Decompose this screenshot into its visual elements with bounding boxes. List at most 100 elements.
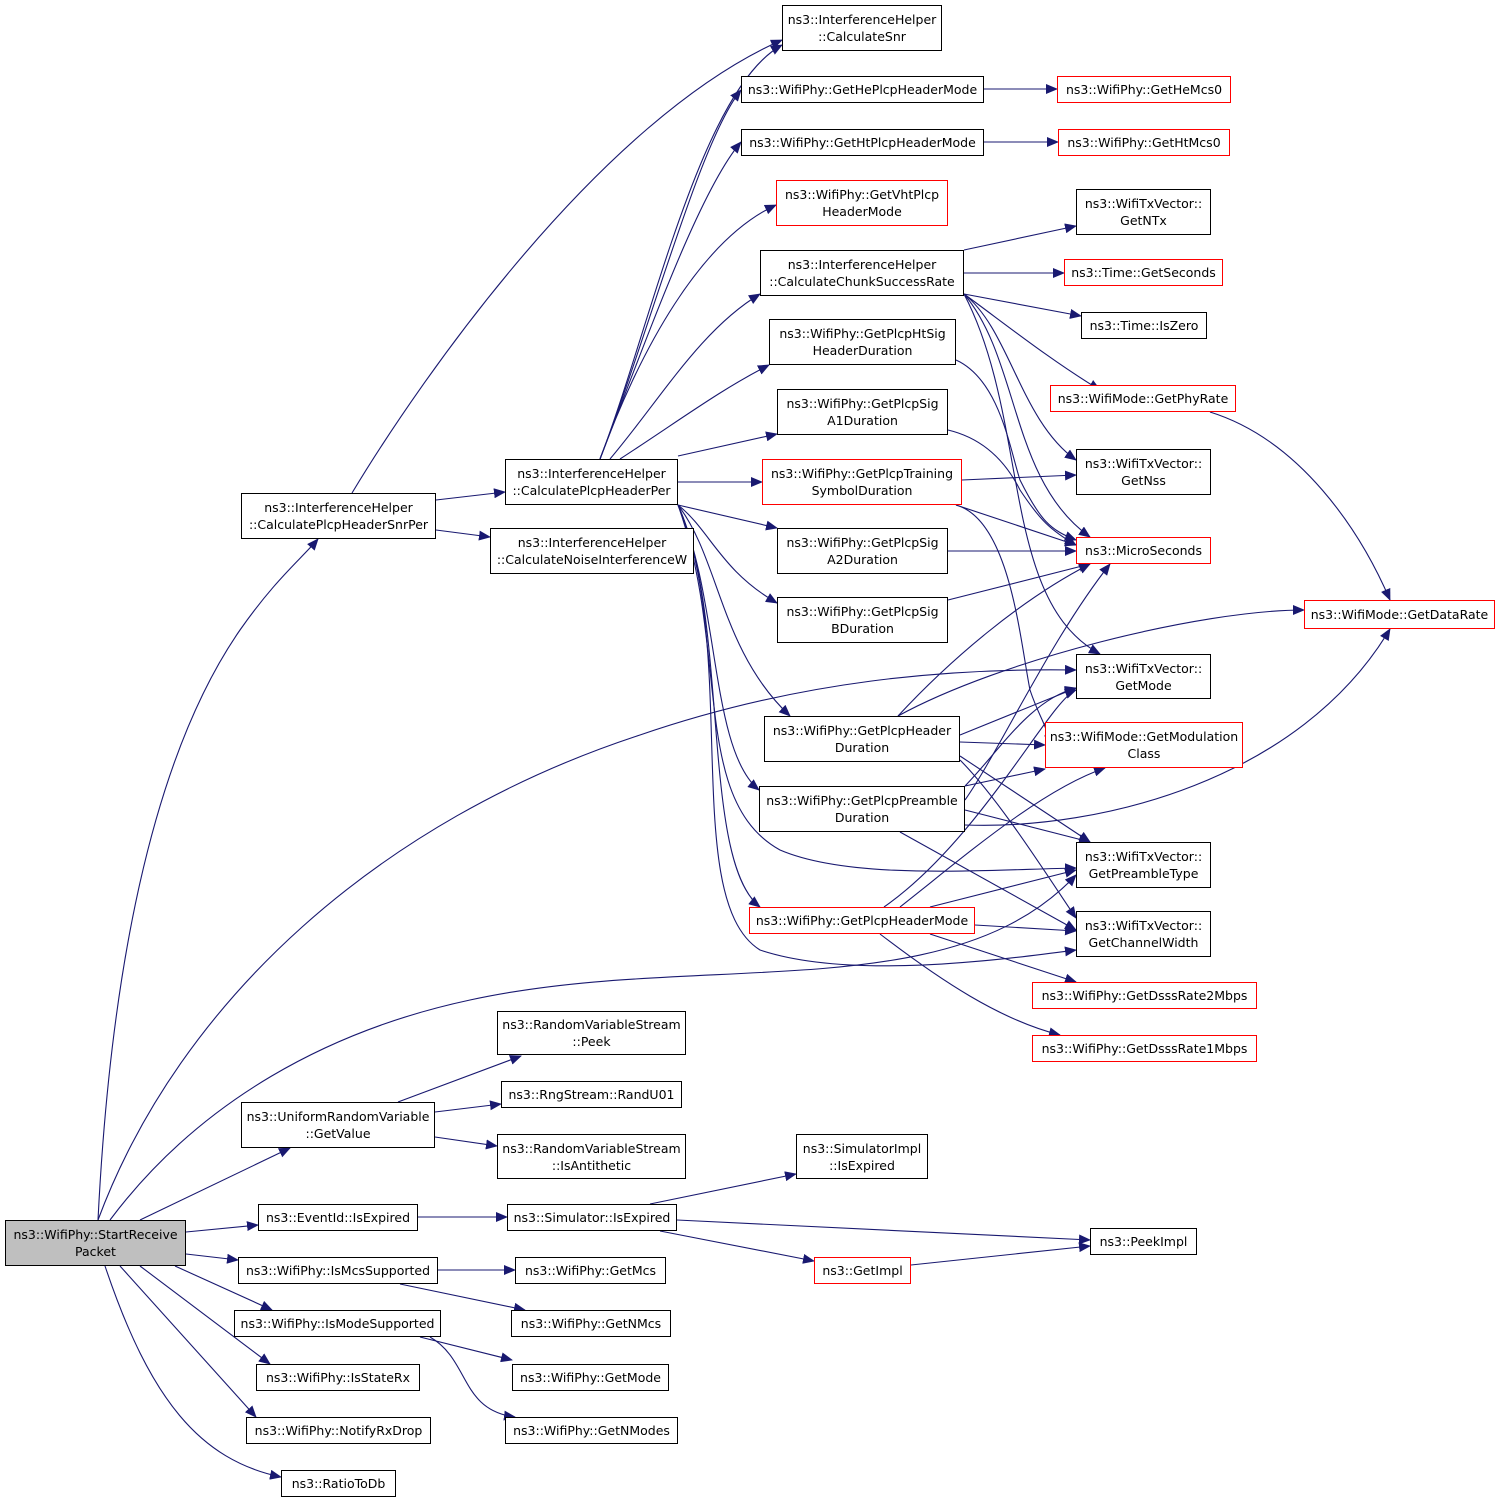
call-edge-from-headermode (929, 867, 1077, 908)
node-calculate-plcp-header-snr-per[interactable]: ns3::InterferenceHelper::CalculatePlcpHe… (241, 493, 436, 539)
node-get-impl[interactable]: ns3::GetImpl (814, 1257, 911, 1284)
node-calculate-chunk-success-rate[interactable]: ns3::InterferenceHelper::CalculateChunkS… (760, 250, 964, 296)
node-wifi-mode-get-data-rate[interactable]: ns3::WifiMode::GetDataRate (1304, 600, 1495, 629)
call-edge-from-preamble (964, 685, 1077, 787)
call-edge-from-htsig (955, 359, 1077, 541)
node-wifi-tx-vector-get-ntx[interactable]: ns3::WifiTxVector::GetNTx (1076, 189, 1211, 235)
call-edge-from-chunk (963, 293, 1091, 538)
call-edge-from-headerdur (897, 563, 1091, 717)
node-wifi-mode-get-phy-rate[interactable]: ns3::WifiMode::GetPhyRate (1050, 385, 1236, 412)
call-edge-from-preamble (964, 766, 1046, 787)
node-time-is-zero[interactable]: ns3::Time::IsZero (1081, 312, 1207, 339)
node-wifi-tx-vector-get-channel-width[interactable]: ns3::WifiTxVector::GetChannelWidth (1076, 911, 1211, 957)
call-edge-from-headerper (599, 141, 742, 460)
call-edge-from-start (185, 1221, 259, 1233)
node-is-mcs-supported[interactable]: ns3::WifiPhy::IsMcsSupported (238, 1257, 438, 1284)
node-random-variable-stream-is-antithetic[interactable]: ns3::RandomVariableStream::IsAntithetic (497, 1134, 686, 1179)
node-uniform-random-variable-get-value[interactable]: ns3::UniformRandomVariable::GetValue (241, 1102, 435, 1148)
node-wifi-tx-vector-get-mode[interactable]: ns3::WifiTxVector::GetMode (1076, 654, 1211, 699)
call-edge-from-headerper (599, 44, 783, 460)
call-edge-from-headerdur (959, 755, 1091, 843)
call-edge-from-headerdur (959, 759, 1077, 919)
node-wifi-tx-vector-get-nss[interactable]: ns3::WifiTxVector::GetNss (1076, 449, 1211, 495)
node-wifi-phy-get-n-modes[interactable]: ns3::WifiPhy::GetNModes (505, 1417, 678, 1444)
call-edge-from-headerper (677, 504, 778, 531)
node-get-he-mcs0[interactable]: ns3::WifiPhy::GetHeMcs0 (1057, 76, 1231, 103)
call-edge-from-headerper (677, 431, 778, 457)
call-edge-from-simexpired (676, 1219, 1091, 1245)
call-edge-from-training (955, 504, 1056, 737)
call-edge-from-preamble (964, 628, 1391, 826)
call-edge-from-uniform (434, 1100, 502, 1113)
call-edge-from-headerper (677, 504, 778, 604)
call-edge-from-headermode (879, 933, 1061, 1038)
node-is-state-rx[interactable]: ns3::WifiPhy::IsStateRx (256, 1364, 420, 1391)
call-edge-from-headerper (599, 204, 777, 460)
call-edge-from-siga1 (947, 429, 1077, 546)
node-get-ht-plcp-header-mode[interactable]: ns3::WifiPhy::GetHtPlcpHeaderMode (741, 129, 984, 156)
call-edge-from-snrper (351, 39, 783, 494)
call-edge-from-mcssupported (399, 1283, 526, 1313)
call-edge-from-start (139, 1265, 271, 1365)
call-edge-from-start (119, 1265, 257, 1418)
node-get-plcp-header-mode[interactable]: ns3::WifiPhy::GetPlcpHeaderMode (749, 907, 975, 934)
node-wifi-phy-get-mcs[interactable]: ns3::WifiPhy::GetMcs (515, 1257, 666, 1284)
node-simulator-is-expired[interactable]: ns3::Simulator::IsExpired (507, 1204, 677, 1231)
node-notify-rx-drop[interactable]: ns3::WifiPhy::NotifyRxDrop (246, 1417, 431, 1444)
call-edge-from-simexpired (659, 1230, 815, 1264)
call-edge-from-start (97, 664, 1077, 1221)
call-edge-from-headermode (929, 933, 1077, 984)
node-calculate-snr[interactable]: ns3::InterferenceHelper::CalculateSnr (782, 5, 942, 51)
call-edge-from-uniform (434, 1136, 498, 1150)
node-peek-impl[interactable]: ns3::PeekImpl (1090, 1228, 1197, 1255)
node-event-id-is-expired[interactable]: ns3::EventId::IsExpired (258, 1204, 418, 1231)
call-edge-from-preamble (964, 563, 1111, 801)
call-edge-from-training (961, 470, 1077, 481)
call-edge-from-start (139, 1147, 291, 1221)
node-wifi-tx-vector-get-preamble-type[interactable]: ns3::WifiTxVector::GetPreambleType (1076, 842, 1211, 888)
call-edge-from-headermode (899, 766, 1106, 908)
node-get-dsss-rate-2mbps[interactable]: ns3::WifiPhy::GetDsssRate2Mbps (1032, 982, 1257, 1009)
call-edge-from-headerper (677, 504, 791, 717)
call-edge-from-chunk (963, 223, 1077, 251)
call-edge-from-snrper (435, 529, 491, 541)
node-get-dsss-rate-1mbps[interactable]: ns3::WifiPhy::GetDsssRate1Mbps (1032, 1035, 1257, 1062)
node-calculate-noise-interference-w[interactable]: ns3::InterferenceHelper::CalculateNoiseI… (490, 528, 694, 574)
node-time-get-seconds[interactable]: ns3::Time::GetSeconds (1064, 259, 1223, 286)
call-edge-from-modesupported (419, 1336, 513, 1363)
call-edge-from-preamble (899, 831, 1077, 931)
call-edge-from-headermode (883, 689, 1077, 908)
call-edge-from-uniform (397, 1055, 522, 1103)
call-edge-from-phyrate (1209, 411, 1391, 601)
node-get-ht-mcs0[interactable]: ns3::WifiPhy::GetHtMcs0 (1058, 129, 1230, 156)
node-rng-stream-rand-u01[interactable]: ns3::RngStream::RandU01 (501, 1081, 682, 1108)
call-edge-from-chunk (963, 293, 1077, 461)
node-ratio-to-db[interactable]: ns3::RatioToDb (281, 1470, 396, 1497)
call-edge-from-headerper (609, 293, 761, 460)
call-edge-from-headerper (677, 504, 1077, 967)
node-calculate-plcp-header-per[interactable]: ns3::InterferenceHelper::CalculatePlcpHe… (505, 459, 678, 505)
node-is-mode-supported[interactable]: ns3::WifiPhy::IsModeSupported (234, 1310, 441, 1337)
node-random-variable-stream-peek[interactable]: ns3::RandomVariableStream::Peek (497, 1011, 686, 1055)
node-wifi-phy-get-n-mcs[interactable]: ns3::WifiPhy::GetNMcs (511, 1310, 671, 1337)
node-simulator-impl-is-expired[interactable]: ns3::SimulatorImpl::IsExpired (796, 1134, 928, 1179)
node-wifi-phy-get-mode[interactable]: ns3::WifiPhy::GetMode (512, 1364, 669, 1391)
call-edge-from-preamble (964, 809, 1091, 845)
call-edge-from-simexpired (649, 1171, 797, 1205)
node-get-he-plcp-header-mode[interactable]: ns3::WifiPhy::GetHePlcpHeaderMode (741, 76, 984, 103)
call-edge-from-chunk (963, 293, 1101, 655)
call-edge-from-training (955, 504, 1077, 547)
node-micro-seconds[interactable]: ns3::MicroSeconds (1076, 537, 1211, 564)
